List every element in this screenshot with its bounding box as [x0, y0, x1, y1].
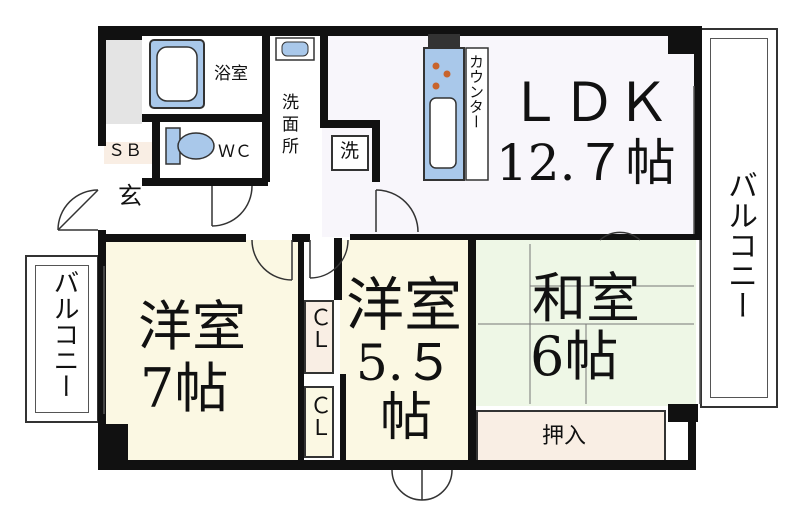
- outer-wall-right: [694, 26, 702, 236]
- door-swing-icon: [57, 185, 641, 501]
- balcony-left: バルコニー: [25, 255, 99, 423]
- toilet-icon: [165, 127, 215, 165]
- mid-wall-right: [350, 234, 702, 240]
- japanese-size: 6帖: [530, 325, 619, 388]
- closet-top-label: ＣＬ: [306, 306, 331, 350]
- western-5-5-size-1: 5.５: [356, 334, 454, 392]
- counter-label: カウンター: [467, 54, 485, 129]
- western-room-5-5: [340, 240, 470, 462]
- corner-block-br: [668, 404, 698, 422]
- sb-label: ＳＢ: [108, 141, 142, 161]
- western-room-7: [104, 240, 302, 462]
- outer-wall-bottom: [98, 460, 692, 470]
- stove-icon: [423, 34, 489, 181]
- ldk-room: [322, 32, 697, 237]
- bath-wall-bottom: [142, 114, 268, 122]
- wash-wall-right2: [372, 120, 380, 182]
- balcony-left-label: バルコニー: [49, 269, 79, 399]
- bathtub-icon: [149, 39, 205, 109]
- outer-wall-left-upper: [98, 26, 106, 146]
- ldk-size: 12.７帖: [496, 134, 676, 192]
- entrance-label: 玄: [118, 182, 142, 210]
- wash-wall-step: [320, 120, 378, 128]
- closet-top: [304, 300, 334, 374]
- western-7-name: 洋室: [138, 295, 246, 358]
- partition-a: [298, 238, 304, 466]
- balcony-right-label: バルコニー: [722, 170, 757, 320]
- corner-block-tr: [668, 26, 700, 54]
- washer-label: 洗: [340, 140, 360, 162]
- wc-wall-left: [152, 114, 160, 184]
- partition-b: [334, 238, 342, 300]
- western-5-5-size-2: 帖: [380, 388, 433, 448]
- oshiire-closet: [476, 410, 666, 462]
- corner-block-bl: [98, 424, 128, 470]
- mid-wall-left: [98, 234, 246, 242]
- sink-icon: [275, 37, 315, 61]
- western-5-5-name: 洋室: [346, 271, 463, 339]
- outer-wall-right-lower: [688, 406, 696, 470]
- bath-wall-right: [262, 30, 270, 182]
- japanese-name: 和室: [532, 267, 640, 330]
- western-7-size: 7帖: [140, 357, 229, 420]
- closet-bottom: [304, 386, 334, 458]
- closet-bottom-label: ＣＬ: [306, 394, 331, 438]
- washroom-label: 洗面所: [282, 93, 299, 157]
- bath-label: 浴室: [214, 64, 248, 84]
- tile-area: [104, 38, 142, 124]
- sb-area: [104, 142, 158, 164]
- wc-wall-bottom: [142, 178, 268, 186]
- outer-wall-top: [98, 26, 702, 36]
- partition-d: [468, 238, 476, 468]
- ldk-name: ＬＤＫ: [508, 71, 670, 134]
- wc-label: ＷＣ: [218, 142, 252, 162]
- partition-c: [340, 374, 346, 466]
- corner-block-tl: [98, 26, 142, 40]
- wash-wall-right: [320, 30, 328, 126]
- oshiire-label: 押入: [542, 424, 587, 449]
- outer-wall-left-lower: [98, 230, 106, 470]
